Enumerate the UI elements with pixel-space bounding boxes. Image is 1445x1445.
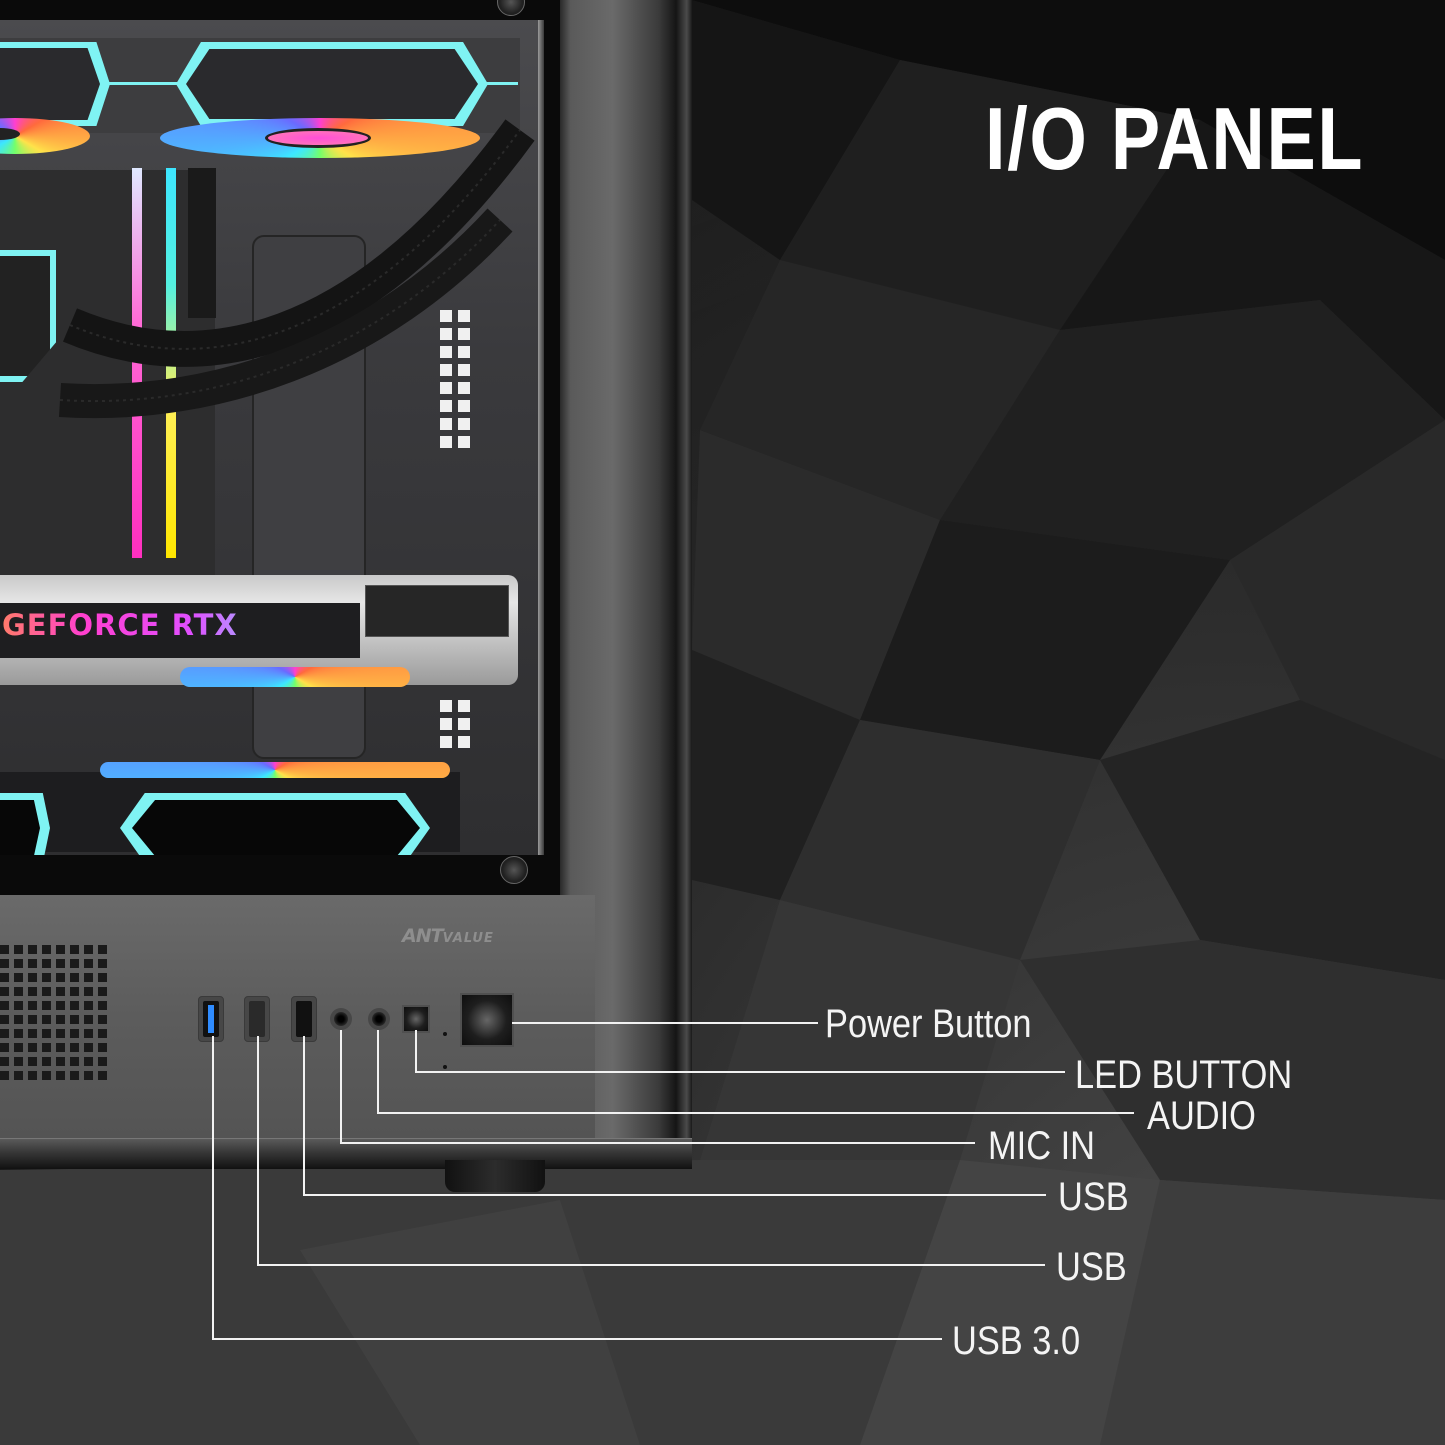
callout-line-led-v: [415, 1030, 417, 1073]
callout-label-power: Power Button: [825, 1002, 1032, 1046]
page-title: I/O PANEL: [985, 89, 1365, 188]
callout-line-audio-v: [377, 1030, 379, 1114]
power-button[interactable]: [460, 993, 514, 1047]
graphics-card: GEFORCE RTX: [0, 575, 518, 687]
atx-power-connector: [188, 168, 216, 318]
usb-port-2[interactable]: [291, 996, 317, 1042]
case-interior: GEFORCE RTX: [0, 20, 540, 855]
front-vent-grid: [0, 945, 107, 1080]
callout-line-usb1-v: [257, 1036, 259, 1266]
aio-cooler-tubes: [58, 119, 535, 419]
callout-label-led: LED BUTTON: [1075, 1053, 1293, 1097]
callout-label-usb1: USB: [1056, 1245, 1127, 1289]
callout-line-led: [415, 1071, 1065, 1073]
audio-jack[interactable]: [368, 1008, 390, 1030]
callout-label-mic: MIC IN: [988, 1124, 1096, 1168]
callout-line-usb3: [212, 1338, 942, 1340]
callout-line-usb2: [303, 1194, 1046, 1196]
usb-port-1[interactable]: [244, 996, 270, 1042]
psu-vent-holes: [440, 310, 470, 448]
callout-line-audio: [377, 1112, 1134, 1114]
callout-line-mic: [340, 1142, 975, 1144]
status-led-1: [443, 1032, 447, 1036]
callout-line-usb2-v: [303, 1036, 305, 1196]
callout-line-power: [512, 1022, 818, 1024]
glass-thumb-screw-bottom: [500, 856, 528, 884]
pc-case: GEFORCE RTX AN: [0, 0, 692, 1192]
callout-line-usb3-v: [212, 1036, 214, 1340]
callout-line-mic-v: [340, 1030, 342, 1144]
fan-rgb-ring-right: [160, 118, 480, 158]
status-led-2: [443, 1065, 447, 1069]
case-foot: [445, 1160, 545, 1192]
gpu-brand-text: GEFORCE RTX: [2, 608, 238, 642]
led-button[interactable]: [402, 1005, 430, 1033]
mic-in-jack[interactable]: [330, 1008, 352, 1030]
callout-line-usb1: [257, 1264, 1045, 1266]
callout-label-usb3: USB 3.0: [952, 1319, 1081, 1363]
gpu-power-connectors: [365, 585, 509, 637]
brand-logo: ANTVALUE: [402, 925, 494, 947]
usb3-port[interactable]: [198, 996, 224, 1042]
callout-label-usb2: USB: [1058, 1175, 1129, 1219]
callout-label-audio: AUDIO: [1147, 1094, 1256, 1138]
